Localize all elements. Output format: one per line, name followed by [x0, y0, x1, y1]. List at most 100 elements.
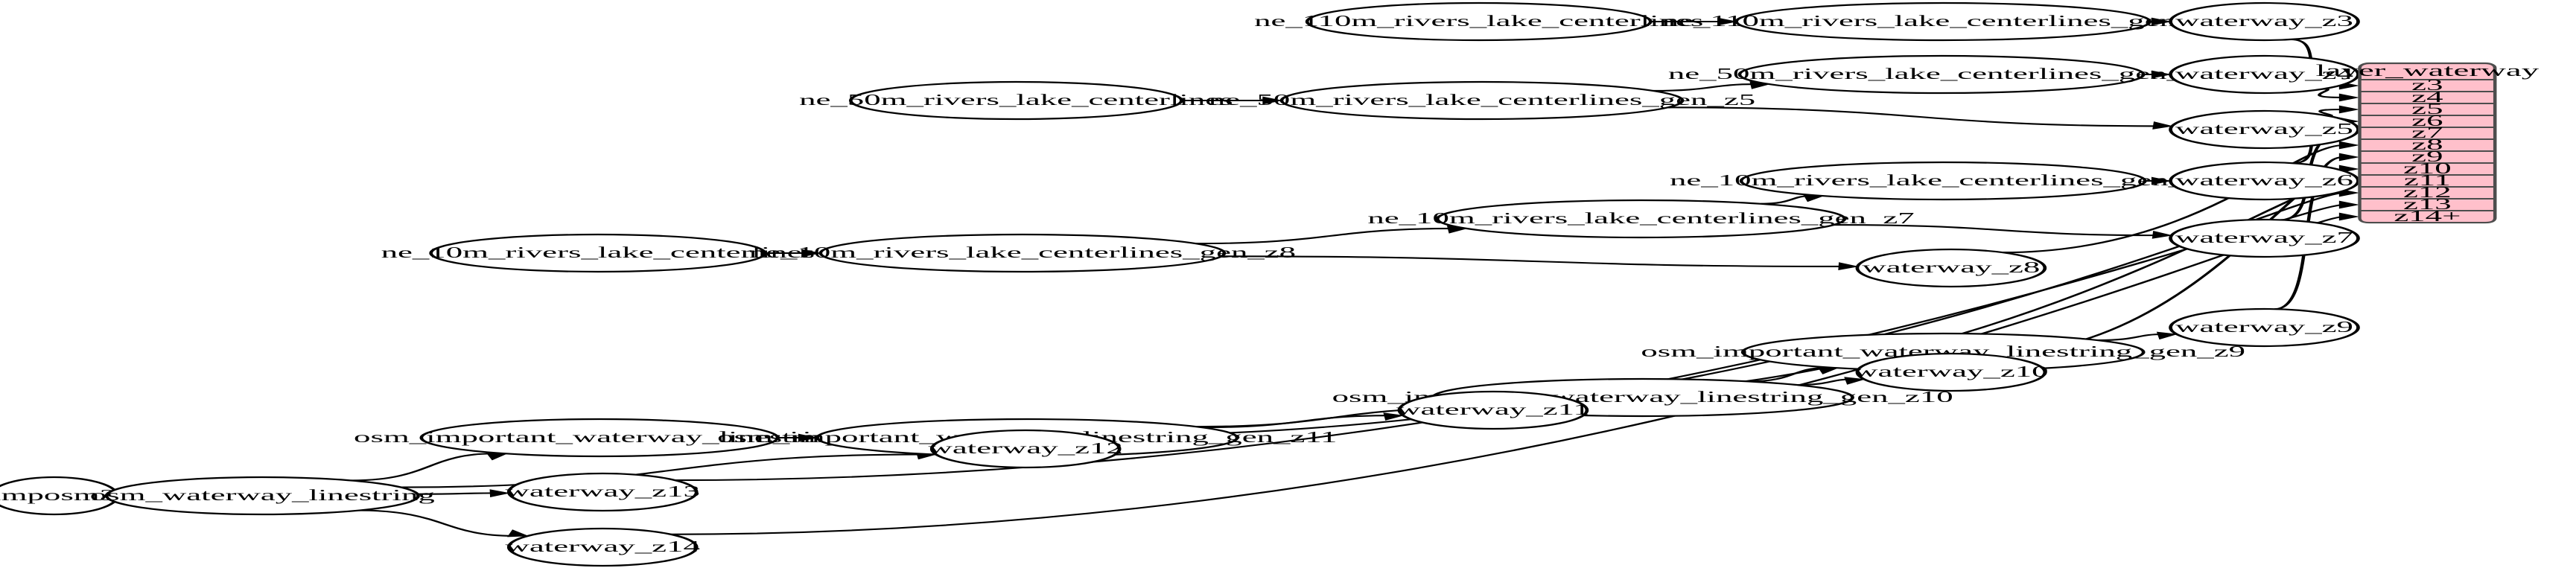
node-shape[interactable] — [1734, 1, 2152, 42]
node-imposm3[interactable]: imposm3 — [0, 476, 120, 516]
arrow-head-icon — [1838, 262, 1860, 270]
node-label: ne_50m_rivers_lake_centerlines_gen_z4 — [1668, 65, 2215, 82]
node-ne_50m_rivers_lake_centerlines[interactable]: ne_50m_rivers_lake_centerlines — [799, 80, 1233, 121]
table-row-z14+[interactable] — [2358, 210, 2497, 223]
node-shape[interactable] — [1397, 390, 1589, 430]
node-label: waterway_z3 — [2175, 12, 2353, 29]
node-waterway_z12[interactable]: waterway_z12 — [929, 429, 1123, 469]
edge-osm_waterway_linestring-to-waterway_z14 — [359, 509, 514, 537]
edge-waterway_z4-to-layer_waterway-z4 — [2318, 88, 2344, 99]
node-label: ne_50m_rivers_lake_centerlines — [799, 91, 1233, 108]
edge-osm_waterway_linestring-to-waterway_z12 — [401, 453, 922, 488]
edge-waterway_z12-to-layer_waterway-z12 — [1093, 191, 2344, 437]
table-row-label-z7: z7 — [2411, 124, 2443, 141]
node-label: waterway_z11 — [1396, 401, 1590, 418]
arrow-head-icon — [2338, 93, 2360, 102]
edge-ne_10m_rivers_lake_centerlines_gen_z7-to-ne_10m_rivers_lake_centerlines_gen_z6 — [1761, 195, 1810, 205]
node-label: waterway_z5 — [2175, 120, 2353, 137]
node-shape[interactable] — [1305, 1, 1653, 42]
node-waterway_z13[interactable]: waterway_z13 — [506, 472, 700, 512]
node-shape[interactable] — [419, 418, 780, 458]
node-shape[interactable] — [848, 80, 1183, 121]
arrow-head-icon — [1262, 96, 1283, 105]
node-shape[interactable] — [1855, 248, 2047, 288]
table-row-label-z5: z5 — [2411, 100, 2443, 117]
node-ne_110m_rivers_lake_centerlines_gen_z3[interactable]: ne_110m_rivers_lake_centerlines_gen_z3 — [1662, 1, 2224, 42]
node-waterway_z6[interactable]: waterway_z6 — [2169, 161, 2360, 201]
node-label: waterway_z8 — [1862, 258, 2040, 275]
node-label: ne_50m_rivers_lake_centerlines_gen_z5 — [1209, 91, 1755, 108]
arrow-head-icon — [489, 489, 511, 497]
node-shape[interactable] — [429, 233, 767, 273]
node-ne_110m_rivers_lake_centerlines[interactable]: ne_110m_rivers_lake_centerlines — [1254, 1, 1703, 42]
node-shape[interactable] — [818, 233, 1227, 273]
node-shape[interactable] — [1855, 352, 2047, 392]
node-label: osm_important_waterway_linestring_gen_z9 — [1641, 342, 2245, 360]
arrow-head-icon — [2338, 105, 2360, 114]
node-label: osm_important_waterway_linestring — [354, 428, 845, 445]
node-ne_50m_rivers_lake_centerlines_gen_z4[interactable]: ne_50m_rivers_lake_centerlines_gen_z4 — [1668, 54, 2215, 95]
node-label: waterway_z6 — [2175, 171, 2353, 188]
edge-ne_10m_rivers_lake_centerlines_gen_z7-to-waterway_z7 — [1834, 223, 2157, 237]
node-ne_10m_rivers_lake_centerlines_gen_z6[interactable]: ne_10m_rivers_lake_centerlines_gen_z6 — [1670, 161, 2216, 201]
arrow-head-icon — [2151, 176, 2172, 185]
arrow-head-icon — [2156, 331, 2178, 340]
node-waterway_z3[interactable]: waterway_z3 — [2169, 1, 2360, 42]
node-ne_50m_rivers_lake_centerlines_gen_z5[interactable]: ne_50m_rivers_lake_centerlines_gen_z5 — [1209, 80, 1755, 121]
node-osm_important_waterway_linestring[interactable]: osm_important_waterway_linestring — [354, 418, 845, 458]
node-label: waterway_z14 — [506, 537, 700, 555]
edge-osm_important_waterway_linestring_gen_z9-to-waterway_z9 — [2097, 333, 2163, 342]
node-waterway_z7[interactable]: waterway_z7 — [2169, 218, 2360, 258]
node-ne_10m_rivers_lake_centerlines_gen_z7[interactable]: ne_10m_rivers_lake_centerlines_gen_z7 — [1367, 199, 1915, 239]
node-shape[interactable] — [1737, 54, 2146, 95]
node-label: waterway_z7 — [2175, 229, 2353, 246]
node-waterway_z5[interactable]: waterway_z5 — [2169, 109, 2360, 150]
node-ne_10m_rivers_lake_centerlines[interactable]: ne_10m_rivers_lake_centerlines — [381, 233, 815, 273]
node-ne_10m_rivers_lake_centerlines_gen_z8[interactable]: ne_10m_rivers_lake_centerlines_gen_z8 — [749, 233, 1296, 273]
node-label: waterway_z13 — [506, 482, 700, 500]
node-label: imposm3 — [0, 486, 116, 503]
table-row-label-z10: z10 — [2403, 159, 2452, 176]
node-label: ne_110m_rivers_lake_centerlines_gen_z3 — [1662, 12, 2224, 29]
node-waterway_z9[interactable]: waterway_z9 — [2169, 307, 2360, 348]
node-shape[interactable] — [2169, 307, 2360, 348]
arrow-head-icon — [507, 529, 529, 537]
arrow-head-icon — [2152, 231, 2173, 239]
edge-osm_waterway_linestring-to-osm_important_waterway_linestring — [351, 453, 493, 482]
node-osm_waterway_linestring[interactable]: osm_waterway_linestring — [90, 476, 435, 516]
table-row-label-z4: z4 — [2411, 88, 2443, 105]
arrow-head-icon — [2152, 121, 2174, 130]
node-waterway_z8[interactable]: waterway_z8 — [1855, 248, 2047, 288]
arrow-head-icon — [2338, 153, 2360, 162]
node-waterway_z11[interactable]: waterway_z11 — [1396, 390, 1590, 430]
node-label: waterway_z10 — [1854, 363, 2048, 380]
node-shape[interactable] — [929, 429, 1122, 469]
node-shape[interactable] — [1739, 161, 2147, 201]
edge-osm_important_waterway_linestring_gen_z11-to-waterway_z11 — [1201, 415, 1389, 429]
table-row-label-z8: z8 — [2411, 135, 2443, 153]
table-row-label-z9: z9 — [2411, 147, 2443, 165]
node-shape[interactable] — [2169, 1, 2360, 42]
node-shape[interactable] — [1435, 199, 1847, 239]
table-row-label-z14+: z14+ — [2394, 207, 2461, 224]
node-label: ne_10m_rivers_lake_centerlines_gen_z8 — [749, 243, 1296, 261]
node-shape[interactable] — [104, 476, 420, 516]
edge-ne_50m_rivers_lake_centerlines_gen_z5-to-ne_50m_rivers_lake_centerlines_gen_z4 — [1653, 83, 1755, 92]
node-label: ne_10m_rivers_lake_centerlines_gen_z7 — [1367, 209, 1914, 226]
node-waterway_z14[interactable]: waterway_z14 — [506, 527, 700, 567]
edge-ne_10m_rivers_lake_centerlines_gen_z8-to-waterway_z8 — [1221, 255, 1844, 268]
node-label: waterway_z9 — [2175, 318, 2353, 335]
node-shape[interactable] — [2169, 218, 2360, 258]
node-shape[interactable] — [1279, 80, 1685, 121]
node-label: waterway_z12 — [929, 439, 1123, 456]
node-shape[interactable] — [506, 527, 699, 567]
arrow-head-icon — [1717, 17, 1738, 26]
arrow-head-icon — [801, 249, 822, 258]
node-waterway_z10[interactable]: waterway_z10 — [1854, 352, 2049, 392]
node-waterway_z4[interactable]: waterway_z4 — [2169, 54, 2360, 95]
node-shape[interactable] — [506, 472, 699, 512]
table-row-label-z11: z11 — [2404, 171, 2451, 188]
